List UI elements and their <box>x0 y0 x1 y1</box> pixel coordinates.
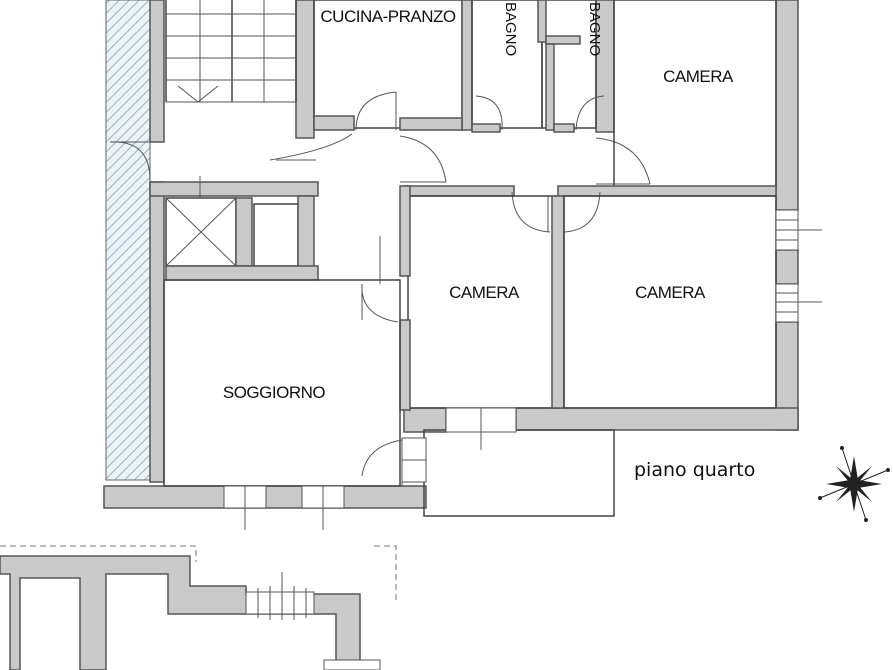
room-label-camera-middle: CAMERA <box>449 283 520 302</box>
soggiorno-walls <box>163 279 401 487</box>
corridor-doors <box>399 135 651 185</box>
entrance-doors <box>109 133 353 181</box>
camera-middle-walls <box>407 195 557 409</box>
elevator-shaft <box>149 176 319 281</box>
stairwell <box>165 0 297 103</box>
bathrooms <box>471 0 605 133</box>
balcony <box>361 407 615 517</box>
room-label-camera-right: CAMERA <box>635 283 706 302</box>
room-label-soggiorno: SOGGIORNO <box>223 383 326 402</box>
room-label-cucina: CUCINA-PRANZO <box>320 7 455 26</box>
lower-floor-plan <box>0 545 397 670</box>
floor-caption: piano quarto <box>634 459 755 481</box>
camera-right-walls <box>563 195 777 409</box>
room-label-bagno-2: BAGNO <box>586 2 603 56</box>
compass-rose-icon <box>818 446 890 522</box>
camera-top-walls <box>613 0 777 189</box>
bottom-windows <box>223 485 345 530</box>
right-windows <box>775 209 822 323</box>
room-label-camera-top: CAMERA <box>663 67 734 86</box>
room-label-bagno-1: BAGNO <box>502 2 519 56</box>
hatched-wall <box>105 0 151 481</box>
